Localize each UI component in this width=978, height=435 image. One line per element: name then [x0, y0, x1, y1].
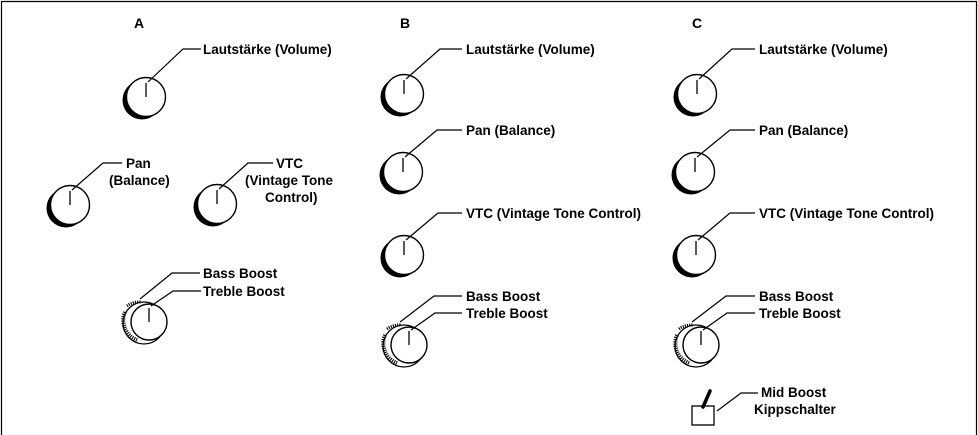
panel-c-bass-treble-knob[interactable]: [673, 322, 721, 369]
panel-a-volume-leader: [147, 48, 201, 83]
panel-c-bass-leader: [691, 295, 755, 323]
panel-c-switch-label-line2: Kippschalter: [754, 402, 837, 417]
toggle-switch-body: [691, 405, 715, 426]
panel-a-pan-label-line1: Pan: [126, 156, 151, 171]
panel-c-vtc-leader: [697, 212, 755, 241]
panel-c-volume-leader: [698, 48, 755, 80]
panel-b-vtc-knob[interactable]: [379, 234, 425, 279]
panel-a-pan-leader: [71, 162, 122, 191]
panel-b-bass-leader: [399, 295, 462, 323]
panel-c: C Lautstärke (Volume) Pan (Balance) VTC …: [670, 15, 934, 426]
panel-a-volume-knob[interactable]: [121, 76, 167, 121]
panel-c-pan-leader: [696, 129, 755, 158]
panel-c-treble-label: Treble Boost: [759, 306, 841, 321]
panel-a-treble-label: Treble Boost: [203, 284, 285, 299]
panel-a-vtc-leader: [218, 162, 273, 190]
panel-a-bass-treble-knob[interactable]: [121, 299, 169, 346]
panel-b-volume-knob[interactable]: [379, 73, 425, 118]
panel-a-treble-leader: [150, 290, 201, 307]
panel-b-treble-label: Treble Boost: [466, 306, 548, 321]
panel-b-title: B: [400, 15, 410, 31]
panel-c-volume-knob[interactable]: [672, 73, 718, 118]
panel-a: A Lautstärke (Volume) Pan (Balance) VTC …: [45, 15, 333, 346]
panel-a-vtc-label-line2: (Vintage Tone: [245, 173, 333, 188]
panel-b-bass-treble-knob[interactable]: [381, 322, 429, 369]
toggle-switch-lever: [701, 389, 712, 409]
panel-c-pan-knob[interactable]: [670, 151, 716, 196]
panel-c-bass-label: Bass Boost: [759, 289, 834, 304]
panel-a-bass-label: Bass Boost: [203, 266, 278, 281]
panel-c-switch-label-line1: Mid Boost: [761, 385, 827, 400]
panel-c-switch-leader: [716, 392, 758, 412]
panel-b-volume-label: Lautstärke (Volume): [466, 42, 595, 57]
panel-a-pan-knob[interactable]: [45, 184, 91, 229]
panel-c-pan-label: Pan (Balance): [759, 123, 848, 138]
panel-a-pan-label-line2: (Balance): [109, 173, 170, 188]
panel-b: B Lautstärke (Volume) Pan (Balance) VTC …: [378, 15, 641, 369]
panel-a-vtc-knob[interactable]: [192, 183, 238, 228]
panel-b-treble-leader: [410, 312, 462, 331]
panel-c-title: C: [692, 15, 702, 31]
panel-a-bass-leader: [139, 272, 200, 300]
panel-a-vtc-label-line1: VTC: [276, 156, 303, 171]
panel-c-mid-boost-toggle-switch[interactable]: [691, 389, 715, 426]
panel-a-title: A: [134, 15, 144, 31]
panel-b-vtc-leader: [405, 212, 462, 241]
panel-b-pan-leader: [404, 129, 462, 158]
panel-b-pan-label: Pan (Balance): [466, 123, 555, 138]
panel-b-vtc-label: VTC (Vintage Tone Control): [466, 206, 641, 221]
panel-b-bass-label: Bass Boost: [466, 289, 541, 304]
panel-a-vtc-label-line3: Control): [265, 190, 317, 205]
panel-c-treble-leader: [702, 312, 755, 331]
panel-b-pan-knob[interactable]: [378, 151, 424, 196]
panel-a-volume-label: Lautstärke (Volume): [203, 42, 332, 57]
panel-c-vtc-knob[interactable]: [671, 234, 717, 279]
panel-b-volume-leader: [405, 48, 462, 80]
panel-c-vtc-label: VTC (Vintage Tone Control): [759, 206, 934, 221]
panel-c-volume-label: Lautstärke (Volume): [759, 42, 888, 57]
